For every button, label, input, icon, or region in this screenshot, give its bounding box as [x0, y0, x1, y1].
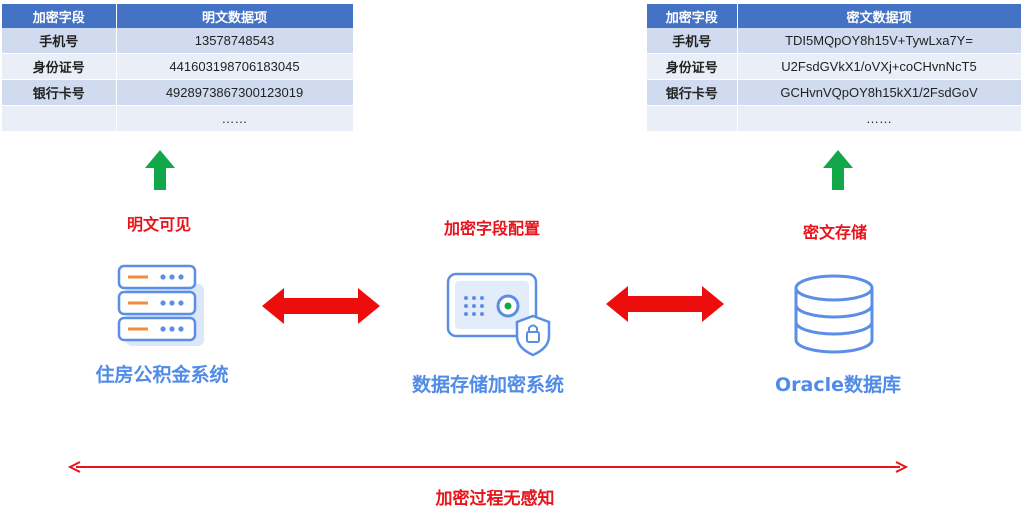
- table-row: 身份证号 441603198706183045: [2, 53, 354, 80]
- double-arrow-icon: [262, 288, 380, 324]
- encryption-config-label: 加密字段配置: [443, 219, 540, 238]
- ellipsis-cell: ……: [116, 105, 354, 132]
- ciphertext-value-cell: GCHvnVQpOY8h15kX1/2FsdGoV: [737, 79, 1022, 106]
- server-icon: [117, 264, 204, 346]
- encryption-system-label: 数据存储加密系统: [411, 374, 564, 396]
- up-arrow-icon: [145, 150, 175, 190]
- transparent-process-arrow: [67, 461, 909, 473]
- table-header: 加密字段 明文数据项: [2, 4, 354, 28]
- ciphertext-table: 加密字段 密文数据项 手机号 TDI5MQpOY8h15V+TywLxa7Y= …: [647, 4, 1022, 132]
- plaintext-value-cell: 13578748543: [116, 28, 354, 54]
- field-name-cell: 手机号: [647, 28, 738, 54]
- plaintext-value-cell: 441603198706183045: [116, 53, 354, 80]
- column-header: 密文数据项: [737, 4, 1022, 28]
- up-arrow-icon: [823, 150, 853, 190]
- field-name-cell: 银行卡号: [2, 79, 117, 106]
- plaintext-value-cell: 4928973867300123019: [116, 79, 354, 106]
- field-name-cell: 身份证号: [2, 53, 117, 80]
- column-header: 加密字段: [2, 4, 117, 28]
- column-header: 明文数据项: [116, 4, 354, 28]
- column-header: 加密字段: [647, 4, 738, 28]
- table-row: 身份证号 U2FsdGVkX1/oVXj+coCHvnNcT5: [647, 53, 1022, 80]
- plaintext-visible-label: 明文可见: [126, 215, 191, 234]
- ciphertext-value-cell: U2FsdGVkX1/oVXj+coCHvnNcT5: [737, 53, 1022, 80]
- safe-lock-icon: [446, 272, 551, 357]
- plaintext-table: 加密字段 明文数据项 手机号 13578748543 身份证号 44160319…: [2, 4, 354, 132]
- field-name-cell: 身份证号: [647, 53, 738, 80]
- housing-fund-system-label: 住房公积金系统: [95, 364, 229, 386]
- double-arrow-icon: [606, 286, 724, 322]
- table-row: ……: [647, 105, 1022, 132]
- table-row: 手机号 13578748543: [2, 28, 354, 54]
- ciphertext-storage-label: 密文存储: [802, 223, 867, 242]
- database-icon: [794, 274, 874, 354]
- field-name-cell: 银行卡号: [647, 79, 738, 106]
- table-row: ……: [2, 105, 354, 132]
- table-row: 银行卡号 GCHvnVQpOY8h15kX1/2FsdGoV: [647, 79, 1022, 106]
- ciphertext-value-cell: TDI5MQpOY8h15V+TywLxa7Y=: [737, 28, 1022, 54]
- transparent-encryption-label: 加密过程无感知: [435, 489, 555, 509]
- table-header: 加密字段 密文数据项: [647, 4, 1022, 28]
- field-name-cell: 手机号: [2, 28, 117, 54]
- field-name-cell: [2, 105, 117, 132]
- table-row: 银行卡号 4928973867300123019: [2, 79, 354, 106]
- ellipsis-cell: ……: [737, 105, 1022, 132]
- table-row: 手机号 TDI5MQpOY8h15V+TywLxa7Y=: [647, 28, 1022, 54]
- field-name-cell: [647, 105, 738, 132]
- oracle-database-label: Oracle数据库: [774, 374, 901, 396]
